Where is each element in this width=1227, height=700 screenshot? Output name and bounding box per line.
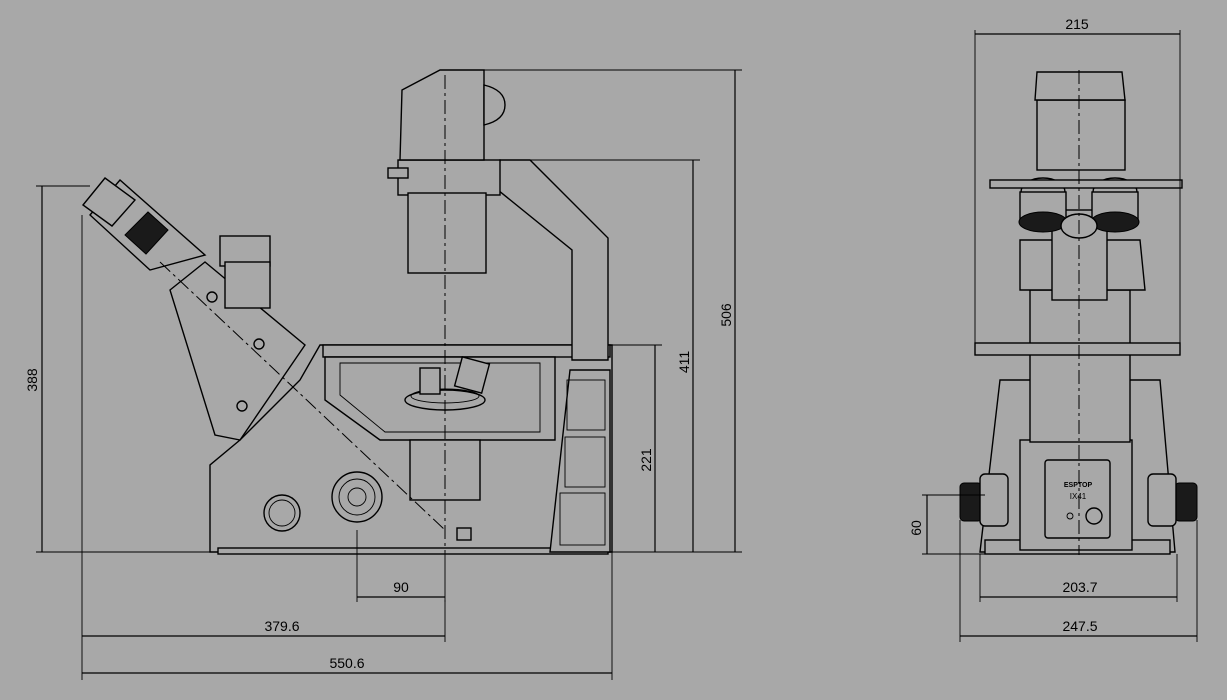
front-knob-right (1147, 473, 1198, 527)
dim-60: 60 (908, 520, 924, 536)
dim-379-6: 379.6 (264, 618, 299, 634)
side-camera-port (219, 235, 271, 267)
front-knob-left (959, 473, 1009, 527)
side-switch (456, 527, 472, 541)
dim-506: 506 (718, 303, 734, 327)
front-dimensions: 215 60 203.7 247.5 (908, 16, 1198, 642)
front-model: IX41 (1070, 492, 1087, 501)
front-brand: ESPTOP (1064, 482, 1093, 489)
dim-550-6: 550.6 (329, 655, 364, 671)
dim-411: 411 (676, 351, 692, 374)
front-stage (974, 342, 1181, 356)
front-condenser (1036, 99, 1126, 171)
dim-203-7: 203.7 (1062, 579, 1097, 595)
front-lamp-house (1034, 71, 1126, 101)
dim-90: 90 (393, 579, 409, 595)
front-filter-slider (989, 179, 1183, 189)
side-objective (419, 367, 441, 395)
side-eyepiece (81, 177, 137, 227)
front-power-knob (1085, 507, 1103, 525)
side-stage (322, 344, 611, 358)
dim-215: 215 (1065, 16, 1089, 32)
front-eyepiece-left (1018, 177, 1068, 233)
front-column (1029, 289, 1131, 443)
side-coarse-knob (331, 471, 383, 523)
side-stage-inner (339, 362, 541, 433)
side-view (81, 69, 613, 555)
side-condenser-head (397, 159, 501, 196)
dim-388: 388 (24, 368, 40, 392)
side-lamp-house (399, 69, 485, 161)
dim-247-5: 247.5 (1062, 618, 1097, 634)
side-dimensions: 388 506 411 221 90 379.6 550.6 (24, 69, 742, 680)
front-view: ESPTOP IX41 (959, 70, 1198, 555)
side-condenser (407, 192, 487, 274)
side-pillar (497, 159, 609, 361)
side-trinocular-body (169, 261, 306, 441)
dim-221: 221 (638, 448, 654, 472)
side-right-panel (549, 369, 611, 553)
